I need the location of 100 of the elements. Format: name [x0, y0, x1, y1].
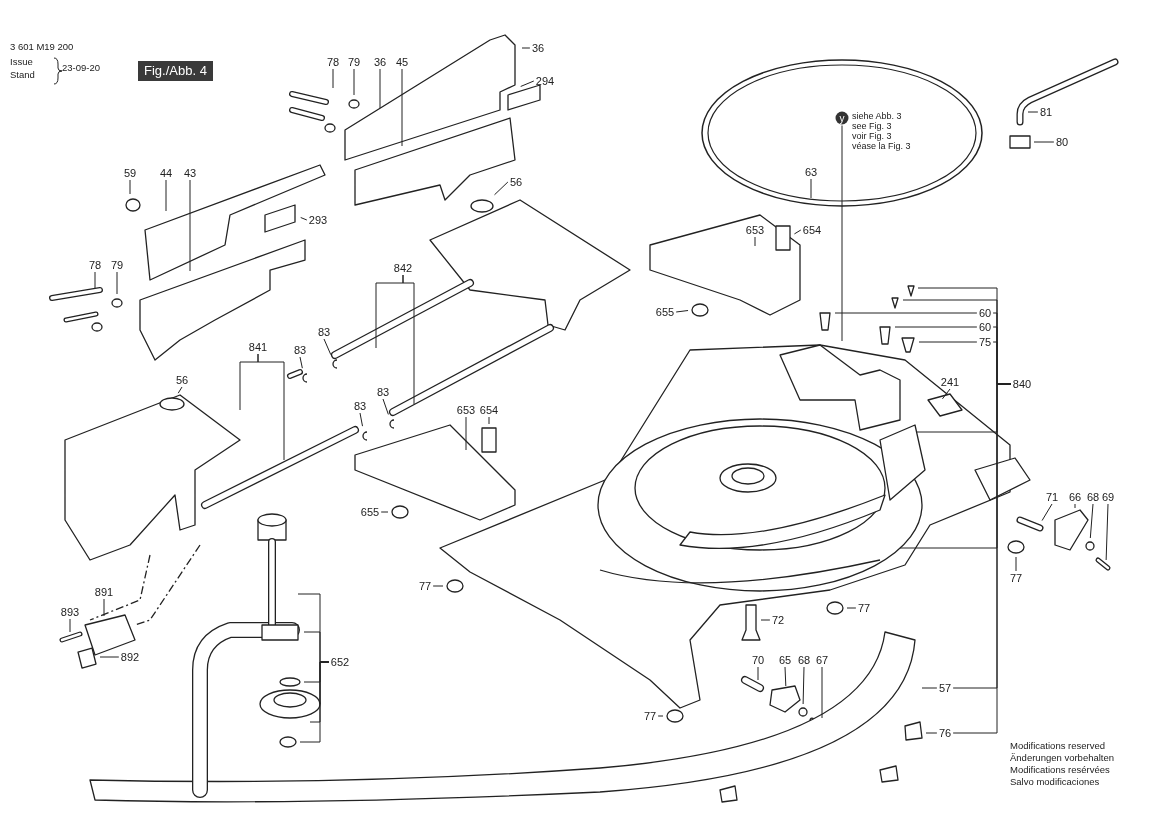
leader-line [299, 356, 303, 369]
callout-number: 76 [937, 727, 953, 739]
leader-line [1089, 503, 1094, 539]
leader-line [380, 511, 389, 513]
callout-number: 654 [801, 224, 823, 236]
callout-number: 77 [417, 580, 433, 592]
reference-marker: y [835, 111, 849, 125]
leader-line [1074, 503, 1076, 509]
leader-line [521, 47, 531, 49]
leader-line [918, 341, 978, 343]
leader-line [103, 598, 105, 617]
callout-number: 43 [182, 167, 198, 179]
leader-line [488, 416, 490, 425]
leader-line [1105, 503, 1109, 561]
callout-number: 893 [59, 606, 81, 618]
leader-line [657, 715, 664, 717]
callout-number: 653 [744, 224, 766, 236]
callout-number: 78 [325, 56, 341, 68]
callout-number: 80 [1054, 136, 1070, 148]
callout-number: 83 [316, 326, 332, 338]
leader-line [793, 229, 802, 235]
leader-line [520, 80, 535, 87]
callout-number: 892 [119, 651, 141, 663]
callout-number: 45 [394, 56, 410, 68]
callout-number: 83 [292, 344, 308, 356]
leader-line [165, 179, 167, 212]
callout-number: 79 [109, 259, 125, 271]
leader-line [99, 656, 120, 658]
note-text: siehe Abb. 3 [852, 111, 902, 121]
date-text: 23-09-20 [62, 62, 101, 73]
callout-number: 83 [375, 386, 391, 398]
leader-line [1027, 111, 1039, 113]
callout-number: 65 [777, 654, 793, 666]
leader-line [754, 236, 756, 247]
leader-line [784, 666, 787, 687]
leader-line [177, 386, 183, 394]
callout-number: 653 [455, 404, 477, 416]
leader-line [382, 398, 389, 415]
note-text: voir Fig. 3 [852, 131, 892, 141]
leader-line [846, 607, 857, 609]
callout-number: 71 [1044, 491, 1060, 503]
callout-number: 655 [359, 506, 381, 518]
leader-line [921, 687, 938, 689]
leader-line [941, 388, 951, 400]
callout-number: 241 [939, 376, 961, 388]
callout-number: 654 [478, 404, 500, 416]
callout-number: 68 [1085, 491, 1101, 503]
callout-number: 60 [977, 307, 993, 319]
leader-line [379, 68, 381, 109]
callout-number: 655 [654, 306, 676, 318]
callout-number: 68 [796, 654, 812, 666]
note-text: Modifications reserved [1010, 740, 1106, 751]
leader-line [834, 312, 978, 314]
callout-number: 63 [803, 166, 819, 178]
leader-line [810, 178, 812, 199]
callout-number: 81 [1038, 106, 1054, 118]
note-text: see Fig. 3 [852, 121, 892, 131]
leader-line [757, 666, 759, 681]
leader-line [353, 68, 355, 96]
leader-line [1041, 503, 1053, 522]
leader-line [925, 732, 938, 734]
callout-number: 56 [508, 176, 524, 188]
callout-number: 72 [770, 614, 786, 626]
callout-number: 293 [307, 214, 329, 226]
leader-line [116, 271, 118, 295]
leader-line [189, 179, 191, 272]
leader-line [402, 274, 415, 405]
leader-line [1033, 141, 1055, 143]
leader-line [494, 181, 509, 196]
leader-line [323, 338, 332, 356]
leader-line [359, 412, 363, 427]
leader-line [94, 271, 96, 289]
part-number-text: 3 601 M19 200 [10, 41, 74, 52]
callout-number: 69 [1100, 491, 1116, 503]
callout-number: 59 [122, 167, 138, 179]
leader-line [821, 666, 823, 719]
callout-number: 78 [87, 259, 103, 271]
callout-number: 60 [977, 321, 993, 333]
note-text: Salvo modificaciones [1010, 776, 1100, 787]
issue-label: Issue [10, 56, 33, 67]
callout-number: 77 [856, 602, 872, 614]
callout-number: 79 [346, 56, 362, 68]
leader-line [401, 68, 403, 147]
callout-number: 77 [1008, 572, 1024, 584]
leader-line [465, 416, 467, 451]
callout-number: 77 [642, 710, 658, 722]
callout-number: 891 [93, 586, 115, 598]
callout-number: 44 [158, 167, 174, 179]
leader-line [69, 618, 71, 633]
callout-number: 842 [392, 262, 414, 274]
leader-line [1015, 556, 1017, 572]
leader-line [129, 179, 131, 195]
leader-line [432, 585, 444, 587]
callout-number: 36 [372, 56, 388, 68]
callout-number: 67 [814, 654, 830, 666]
note-text: Modifications resérvées [1010, 764, 1110, 775]
callout-number: 294 [534, 75, 556, 87]
leader-line [841, 125, 843, 342]
callout-number: 840 [1011, 378, 1033, 390]
stand-label: Stand [10, 69, 35, 80]
